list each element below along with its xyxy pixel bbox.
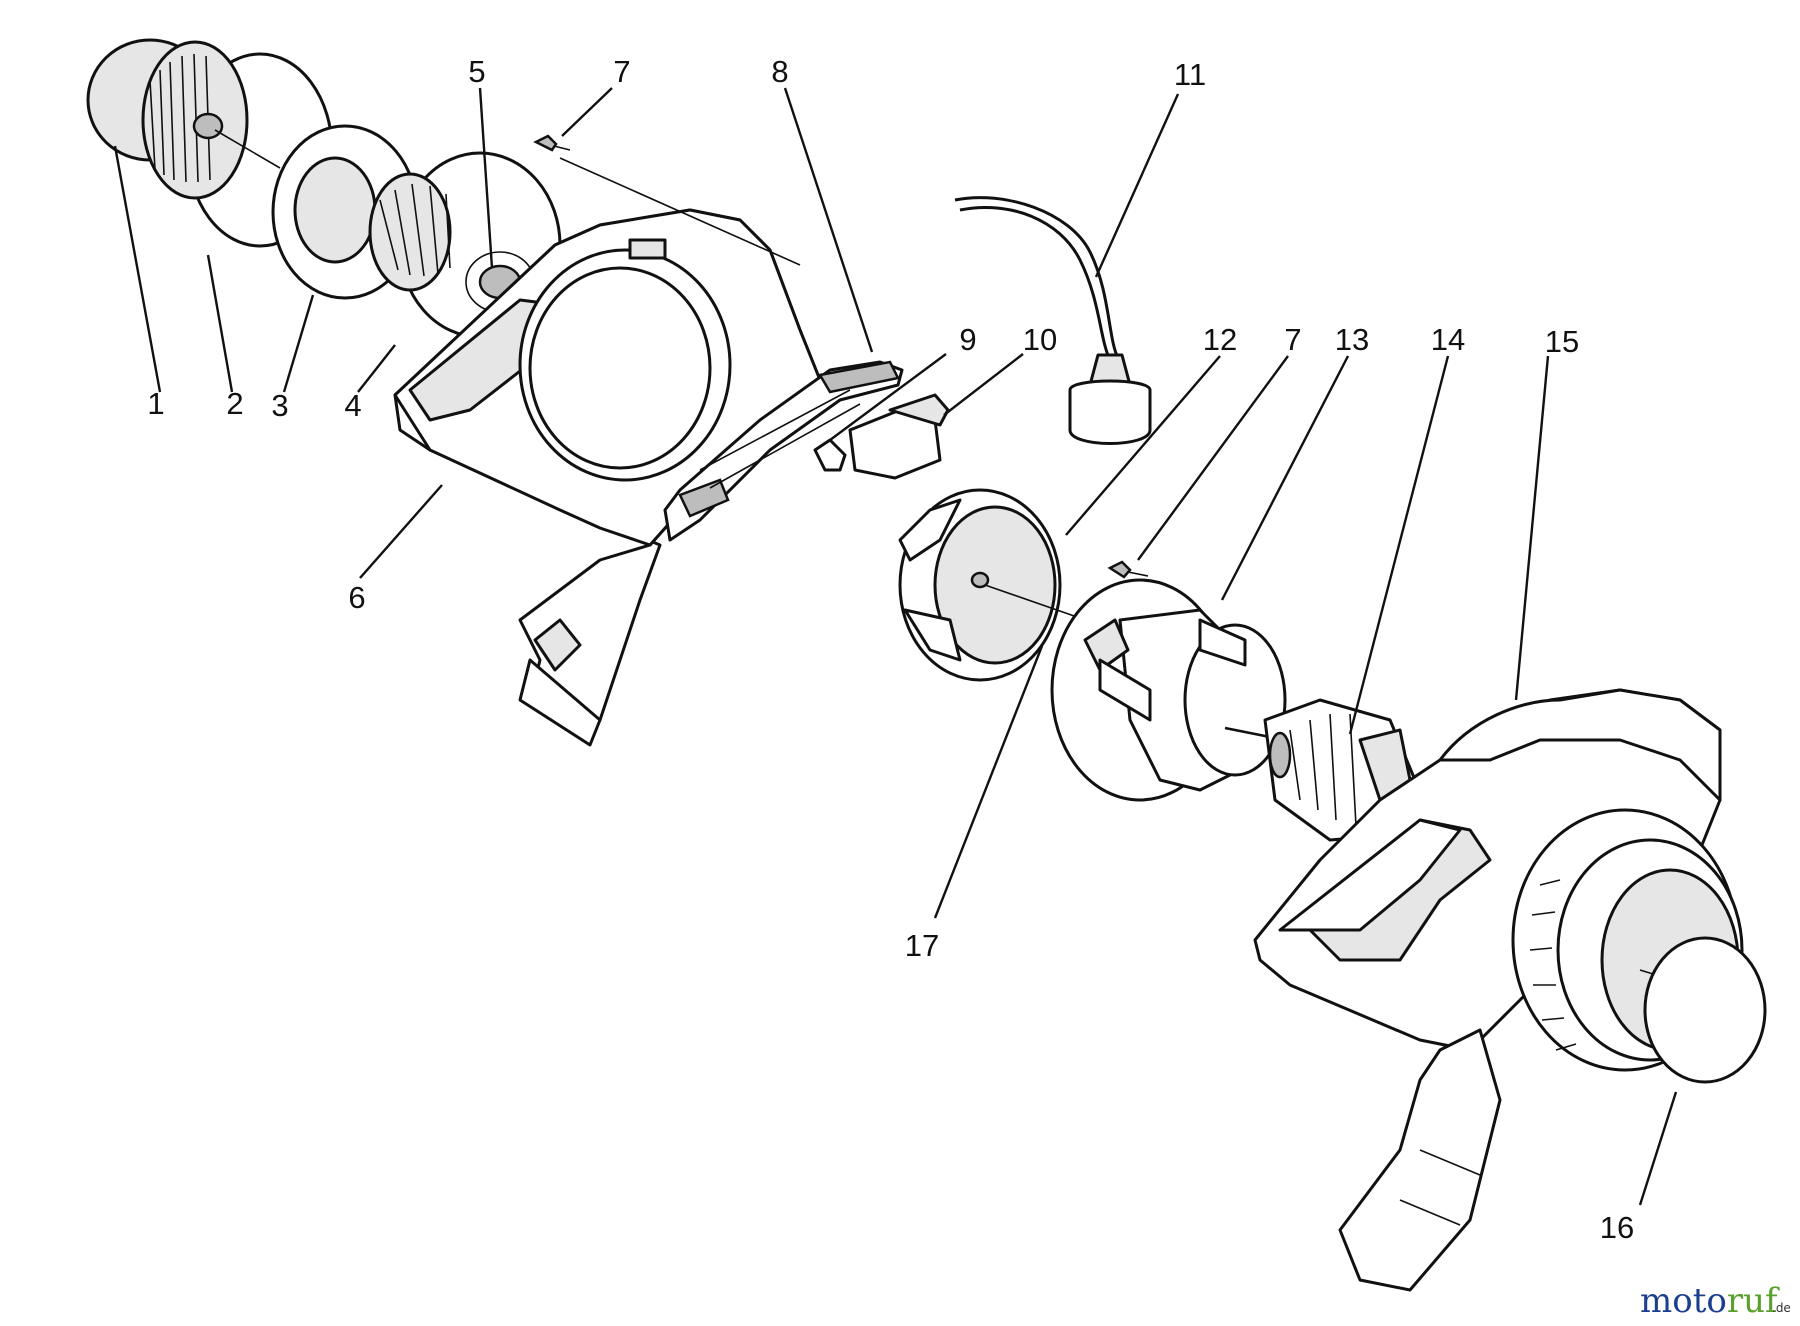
leader-7b [1137,355,1289,561]
leader-17 [933,645,1044,919]
part-11-power-cord [954,196,1152,445]
leader-5 [478,87,494,269]
callout-4: 4 [344,388,361,423]
leader-lines [113,87,1678,1206]
leader-9 [825,353,947,444]
leader-7a [561,87,613,137]
callout-13: 13 [1335,322,1369,357]
part-7-screw-right [1107,560,1149,579]
callout-7b: 7 [1284,322,1301,357]
leader-13 [1220,355,1350,601]
leader-16 [1638,1091,1678,1206]
watermark-suffix: .de [1772,1301,1791,1315]
leader-4 [357,344,396,393]
callout-14: 14 [1431,322,1465,357]
callout-9: 9 [959,322,976,357]
callout-5: 5 [468,54,485,89]
callout-1: 1 [147,386,164,421]
leader-10 [943,353,1024,416]
leader-14 [1348,355,1450,735]
callout-10: 10 [1023,322,1057,357]
watermark-logo: motoruf .de [1640,1281,1791,1321]
watermark-part-b: ruf [1727,1281,1780,1321]
leader-8 [783,87,874,353]
callout-17: 17 [905,928,939,963]
watermark-part-a: moto [1640,1281,1727,1321]
leader-11 [1094,93,1180,278]
leader-6 [359,484,443,579]
leader-1 [113,145,162,393]
part-16-end-cap [1643,936,1767,1084]
leader-12 [1065,355,1221,536]
callout-6: 6 [348,580,365,615]
callout-11: 11 [1174,57,1206,92]
svg-text:motoruf: motoruf [1640,1281,1780,1321]
part-6-left-housing [393,208,822,747]
part-13-motor-mount [1050,578,1287,802]
leader-15 [1514,355,1550,701]
callout-12: 12 [1203,322,1237,357]
callout-7a: 7 [613,54,630,89]
leader-3 [282,294,315,393]
callout-labels: 1 2 3 4 5 6 7 8 9 10 11 12 7 13 14 15 16… [147,54,1634,1245]
part-10-switch [848,393,950,480]
leader-2 [206,254,234,393]
callout-8: 8 [771,54,788,89]
part-12-fan-shroud [898,488,1101,682]
part-7-screw-top [533,134,801,266]
callout-15: 15 [1545,324,1579,359]
callout-3: 3 [271,388,288,423]
callout-2: 2 [226,386,243,421]
part-8-latch-strap [663,360,904,542]
part-9-clip [813,438,847,472]
callout-16: 16 [1600,1210,1634,1245]
